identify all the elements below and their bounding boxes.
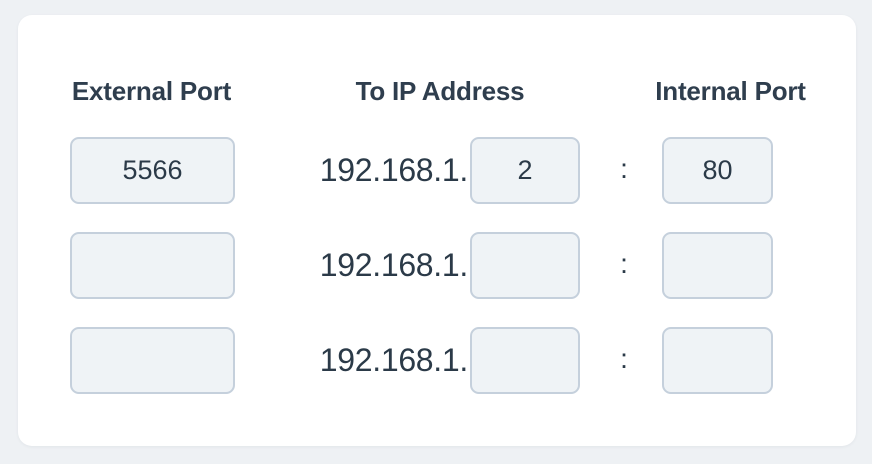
table-row: 192.168.1. :	[18, 137, 856, 232]
internal-port-input-row-2[interactable]	[662, 232, 773, 299]
port-forwarding-rows: 192.168.1. : 192.168.1. : 192.168.1. :	[18, 137, 856, 422]
ip-octet-input-row-1[interactable]	[470, 137, 580, 204]
column-headers: External Port To IP Address Internal Por…	[18, 71, 856, 111]
column-header-to-ip-address: To IP Address	[355, 76, 525, 106]
external-port-input-row-2[interactable]	[70, 232, 235, 299]
external-port-input-row-1[interactable]	[70, 137, 235, 204]
ip-prefix-label-row-2: 192.168.1.	[319, 247, 469, 283]
internal-port-input-row-1[interactable]	[662, 137, 773, 204]
ip-octet-input-row-3[interactable]	[470, 327, 580, 394]
ip-prefix-label-row-1: 192.168.1.	[319, 152, 469, 188]
external-port-input-row-3[interactable]	[70, 327, 235, 394]
column-header-internal-port: Internal Port	[655, 76, 806, 106]
column-header-external-port: External Port	[71, 76, 232, 106]
table-row: 192.168.1. :	[18, 232, 856, 327]
port-forwarding-card: External Port To IP Address Internal Por…	[18, 15, 856, 446]
port-separator-row-2: :	[620, 248, 628, 279]
table-row: 192.168.1. :	[18, 327, 856, 422]
port-separator-row-1: :	[620, 153, 628, 184]
port-separator-row-3: :	[620, 343, 628, 374]
ip-octet-input-row-2[interactable]	[470, 232, 580, 299]
internal-port-input-row-3[interactable]	[662, 327, 773, 394]
ip-prefix-label-row-3: 192.168.1.	[319, 342, 469, 378]
